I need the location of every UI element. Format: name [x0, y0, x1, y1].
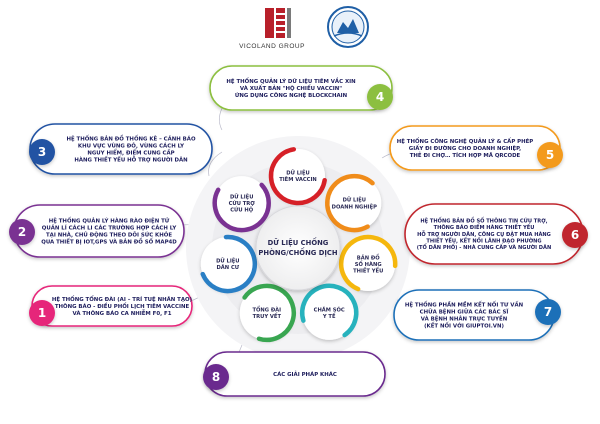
- system-card-frame: [209, 65, 393, 111]
- system-6-line-1: HỆ THỐNG BẢN ĐỒ SỐ THÔNG TIN CỨU TRỢ,: [420, 215, 547, 224]
- data-node-3-line-1: BẢN ĐỒ: [357, 252, 380, 261]
- data-node-7-line-3: CỨU HỘ: [230, 207, 254, 214]
- system-5-line-1: HỆ THỐNG CÔNG NGHỆ QUẢN LÝ & CẤP PHÉP: [397, 137, 534, 145]
- system-3-line-3: NGUY HIỂM, ĐIỂM CUNG CẤP: [87, 148, 174, 156]
- data-node-ring: [268, 147, 327, 206]
- system-2-line-3: TẠI NHÀ, CHỦ ĐỘNG THEO DÕI SỨC KHỎE: [46, 230, 172, 238]
- data-node-face: [307, 290, 352, 335]
- system-number: 3: [38, 145, 46, 159]
- system-card-8: CÁC GIẢI PHÁP KHÁC 8: [203, 351, 386, 397]
- system-card-6: HỆ THỐNG BẢN ĐỒ SỐ THÔNG TIN CỨU TRỢ,THÔ…: [404, 203, 588, 265]
- system-3-line-2: KHU VỰC VÙNG ĐỎ, VÙNG CÁCH LY: [78, 141, 184, 149]
- data-node-ring: [200, 234, 257, 294]
- system-number: 7: [544, 305, 552, 319]
- data-node-face: [346, 242, 391, 287]
- center-line-2: PHÒNG/CHỐNG DỊCH: [258, 247, 337, 257]
- system-1-line-1: HỆ THỐNG TỔNG ĐÀI (AI – TRÍ TUỆ NHÂN TẠO…: [52, 295, 192, 303]
- system-2-line-1: HỆ THỐNG QUẢN LÝ HÀNG RÀO ĐIỆN TỬ: [49, 216, 170, 224]
- data-node-ring: [212, 182, 271, 233]
- system-6-line-5: (TỔ DÂN PHỐ) - NHÀ CUNG CẤP VÀ NGƯỜI DÂN: [417, 243, 552, 251]
- system-1-line-2: THÔNG BÁO - ĐIỀU PHỐI LỊCH TIÊM VACCINE: [55, 301, 190, 310]
- system-card-1: HỆ THỐNG TỔNG ĐÀI (AI – TRÍ TUỆ NHÂN TẠO…: [29, 285, 193, 327]
- data-node-face: [219, 181, 264, 226]
- data-node-ring: [339, 234, 398, 292]
- data-node-3-line-3: THIẾT YẾU: [353, 267, 383, 275]
- data-node-ring: [325, 173, 375, 233]
- system-3-line-1: HỆ THỐNG BẢN ĐỒ THỐNG KÊ – CẢNH BÁO: [66, 133, 196, 142]
- data-node-6-line-1: DỮ LIỆU: [216, 257, 239, 265]
- system-number-badge: 3: [29, 139, 55, 165]
- data-node-7-line-2: CỨU TRỢ: [229, 200, 256, 207]
- data-node-4-line-2: Y TẾ: [322, 312, 336, 320]
- system-8-line-1: CÁC GIẢI PHÁP KHÁC: [273, 370, 337, 378]
- system-number-badge: 8: [203, 364, 229, 390]
- system-number-badge: 2: [9, 219, 35, 245]
- data-node-1-line-1: DỮ LIỆU: [286, 169, 309, 177]
- system-4-line-3: ỨNG DỤNG CÔNG NGHỆ BLOCKCHAIN: [235, 91, 348, 99]
- system-number-badge: 6: [562, 222, 588, 248]
- center-line-1: DỮ LIỆU CHỐNG: [268, 237, 329, 247]
- system-2-line-4: QUA THIẾT BỊ IOT,GPS VÀ BẢN ĐỒ SỐ MAP4D: [41, 236, 177, 245]
- system-number: 2: [18, 225, 26, 239]
- company-name: VICOLAND GROUP: [239, 43, 305, 50]
- data-node-ring: [242, 283, 297, 343]
- system-4-line-2: VÀ XUẤT BẢN "HỘ CHIẾU VACCIN": [240, 84, 342, 92]
- data-node-2-line-2: DOANH NGHIỆP: [332, 202, 377, 210]
- system-number-badge: 7: [535, 299, 561, 325]
- system-number-badge: 4: [367, 84, 393, 110]
- system-number: 8: [212, 370, 220, 384]
- data-node-face: [332, 181, 377, 226]
- system-3-line-4: HÀNG THIẾT YẾU HỖ TRỢ NGƯỜI DÂN: [74, 155, 188, 163]
- system-number: 6: [571, 228, 579, 242]
- system-7-line-1: HỆ THỐNG PHẦN MỀM KẾT NỐI TƯ VẤN: [405, 299, 524, 308]
- data-node-4-line-1: CHĂM SÓC: [314, 306, 345, 313]
- system-6-line-3: HỖ TRỢ NGƯỜI DÂN, CÔNG CỤ ĐẶT MUA HÀNG: [417, 230, 551, 238]
- data-node-2-line-1: DỮ LIỆU: [343, 196, 366, 204]
- data-node-face: [205, 242, 250, 287]
- data-node-face: [276, 154, 320, 198]
- data-node-5-line-2: TRUY VẾT: [253, 312, 282, 320]
- data-node-face: [244, 290, 289, 335]
- system-card-4: HỆ THỐNG QUẢN LÝ DỮ LIỆU TIÊM VẮC XINVÀ …: [209, 65, 393, 111]
- center-hub: DỮ LIỆU CHỐNG PHÒNG/CHỐNG DỊCH: [255, 205, 341, 291]
- data-node-5-line-1: TỔNG ĐÀI: [252, 305, 281, 313]
- data-node-3-line-2: SỐ HÀNG: [355, 260, 382, 268]
- system-number-badge: 1: [29, 300, 55, 326]
- system-number-badge: 5: [537, 142, 563, 168]
- data-node-7-line-1: DỮ LIỆU: [230, 192, 253, 200]
- data-node-ring: [300, 283, 359, 338]
- system-7-line-2: CHỮA BỆNH GIỮA CÁC BÁC SĨ: [420, 307, 509, 315]
- data-node-6-line-2: DÂN CƯ: [216, 264, 239, 271]
- system-number: 1: [38, 306, 46, 320]
- data-node-1-line-2: TIÊM VACCIN: [279, 175, 317, 183]
- system-5-line-2: GIẤY ĐI ĐƯỜNG CHO DOANH NGHIỆP,: [409, 144, 521, 152]
- system-1-line-3: VÀ THÔNG BÁO CA NHIỄM F0, F1: [73, 309, 172, 317]
- system-4-line-1: HỆ THỐNG QUẢN LÝ DỮ LIỆU TIÊM VẮC XIN: [226, 77, 356, 85]
- city-seal-icon: [327, 6, 369, 48]
- system-6-line-2: THÔNG BÁO ĐIỂM HÀNG THIẾT YẾU: [434, 223, 535, 231]
- system-6-line-4: THIẾT YẾU, KẾT NỐI LÃNH ĐẠO PHƯỜNG: [426, 237, 541, 245]
- system-card-5: HỆ THỐNG CÔNG NGHỆ QUẢN LÝ & CẤP PHÉPGIẤ…: [389, 125, 563, 171]
- vicoland-logo: [265, 8, 291, 38]
- system-2-line-2: QUẢN LÍ CÁCH LI CÁC TRƯỜNG HỢP CÁCH LY: [42, 223, 177, 231]
- system-7-line-3: VÀ BỆNH NHÂN TRỰC TUYẾN: [421, 314, 508, 322]
- system-number: 4: [376, 90, 384, 104]
- system-number: 5: [546, 148, 554, 162]
- system-5-line-3: THẺ ĐI CHỢ… TÍCH HỢP MÃ QRCODE: [410, 151, 521, 159]
- system-7-line-4: (KẾT NỐI VỚI GIUPTOI.VN): [424, 321, 504, 329]
